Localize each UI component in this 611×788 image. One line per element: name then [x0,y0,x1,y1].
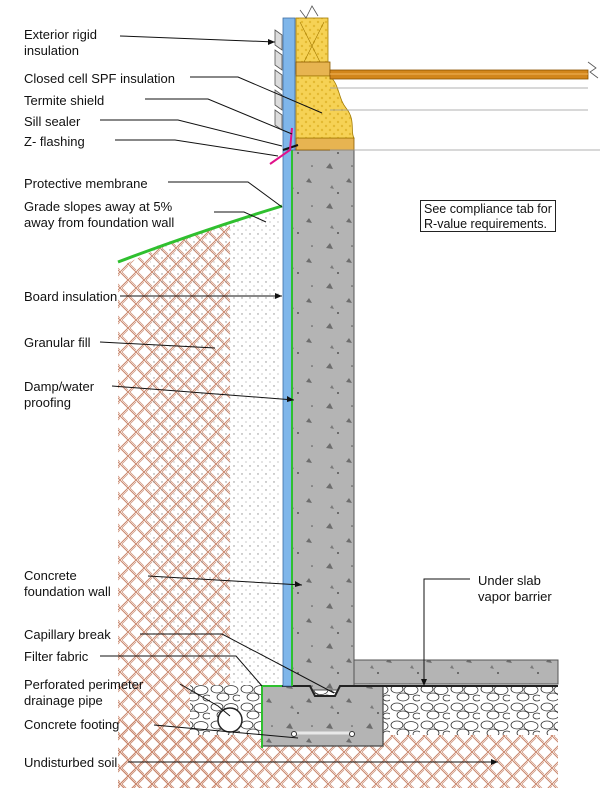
label-exterior-rigid-insulation: Exterior rigid insulation [24,27,97,58]
label-grade-slopes: Grade slopes away at 5% away from founda… [24,199,175,230]
siding [274,29,283,131]
label-under-slab-vapor-barrier: Under slab vapor barrier [478,573,552,604]
leader-arrowheads [268,39,498,765]
granular-fill [150,210,280,686]
label-board-insulation: Board insulation [24,289,118,304]
closed-cell-spf [295,75,355,139]
label-concrete-foundation-wall: Concrete foundation wall [24,568,111,599]
drainage-pipe [217,707,243,733]
grade-line [117,204,283,264]
board-insulation [282,149,293,687]
capillary-break-line [262,685,558,697]
label-sill-sealer: Sill sealer [24,114,81,129]
z-flashing [269,127,293,165]
label-perforated-pipe: Perforated perimeter drainage pipe [24,677,144,708]
concrete-foundation-wall [291,149,355,691]
label-filter-fabric: Filter fabric [24,649,89,664]
label-concrete-footing: Concrete footing [24,717,120,732]
rim-joist [295,61,331,77]
label-z-flashing: Z- flashing [24,134,85,149]
label-damp-water-proofing: Damp/water proofing [24,379,95,410]
label-closed-cell-spf: Closed cell SPF insulation [24,71,176,86]
label-protective-membrane: Protective membrane [24,176,148,191]
exterior-rigid-insulation [282,17,296,151]
concrete-slab [353,659,559,685]
compliance-note: See compliance tab for R-value requireme… [420,200,556,232]
label-termite-shield: Termite shield [24,93,105,108]
sill-plate [295,137,355,151]
label-granular-fill: Granular fill [24,335,91,350]
label-undisturbed-soil: Undisturbed soil [24,755,118,770]
label-capillary-break: Capillary break [24,627,111,642]
leader-lines [99,35,498,763]
